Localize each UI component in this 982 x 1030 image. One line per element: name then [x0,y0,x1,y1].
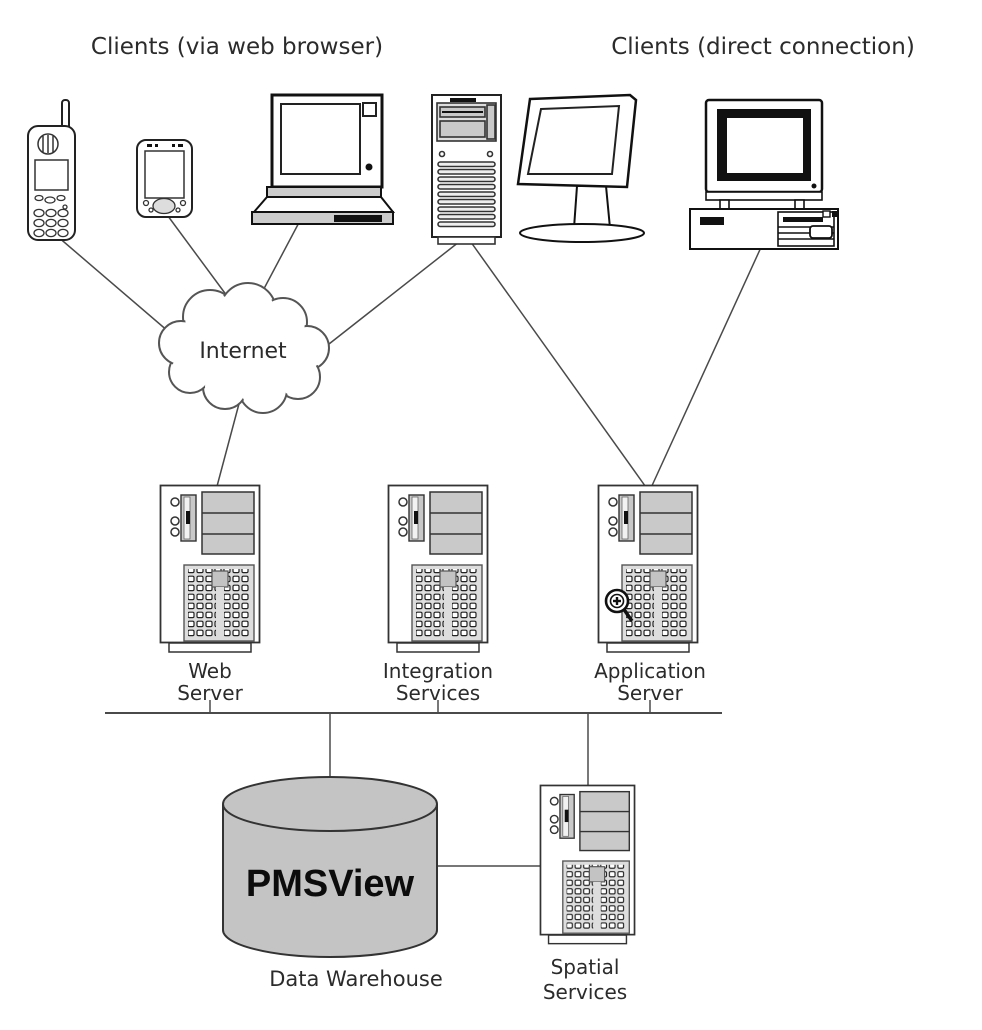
web-server-label-line2: Server [177,681,243,705]
integration-server-icon [387,484,489,653]
line-internet-webserver [215,399,241,491]
application-server-icon [597,484,699,653]
lcd-monitor-icon [516,93,645,243]
integration-label-line2: Services [396,681,480,705]
direct-clients-header: Clients (direct connection) [611,34,915,60]
data-warehouse-icon: PMSView [222,776,438,958]
zoom-plus-icon [604,588,634,622]
internet-cloud: Internet [158,282,330,414]
line-desktop-appserver [649,242,764,491]
internet-cloud-label: Internet [199,339,287,364]
line-tower-internet [314,237,465,356]
line-pda-internet [164,211,231,301]
line-tower-appserver [467,237,649,491]
spatial-server-icon [539,784,636,945]
integration-label-line1: Integration [383,659,493,683]
laptop-icon [251,93,396,225]
web-server-icon [159,484,261,653]
spatial-label-line2: Services [543,980,627,1004]
web-server-label-line1: Web [188,659,232,683]
data-warehouse-label: Data Warehouse [269,967,443,991]
desktop-pc-icon [689,98,839,250]
application-label-line1: Application [594,659,706,683]
web-clients-header: Clients (via web browser) [91,34,383,60]
application-label-line2: Server [617,681,683,705]
line-laptop-internet [257,214,304,301]
mobile-phone-icon [27,99,76,241]
tower-pc-icon [431,94,502,245]
pmsview-title: PMSView [246,863,415,905]
pda-icon [136,139,193,218]
spatial-label-line1: Spatial [551,955,620,979]
